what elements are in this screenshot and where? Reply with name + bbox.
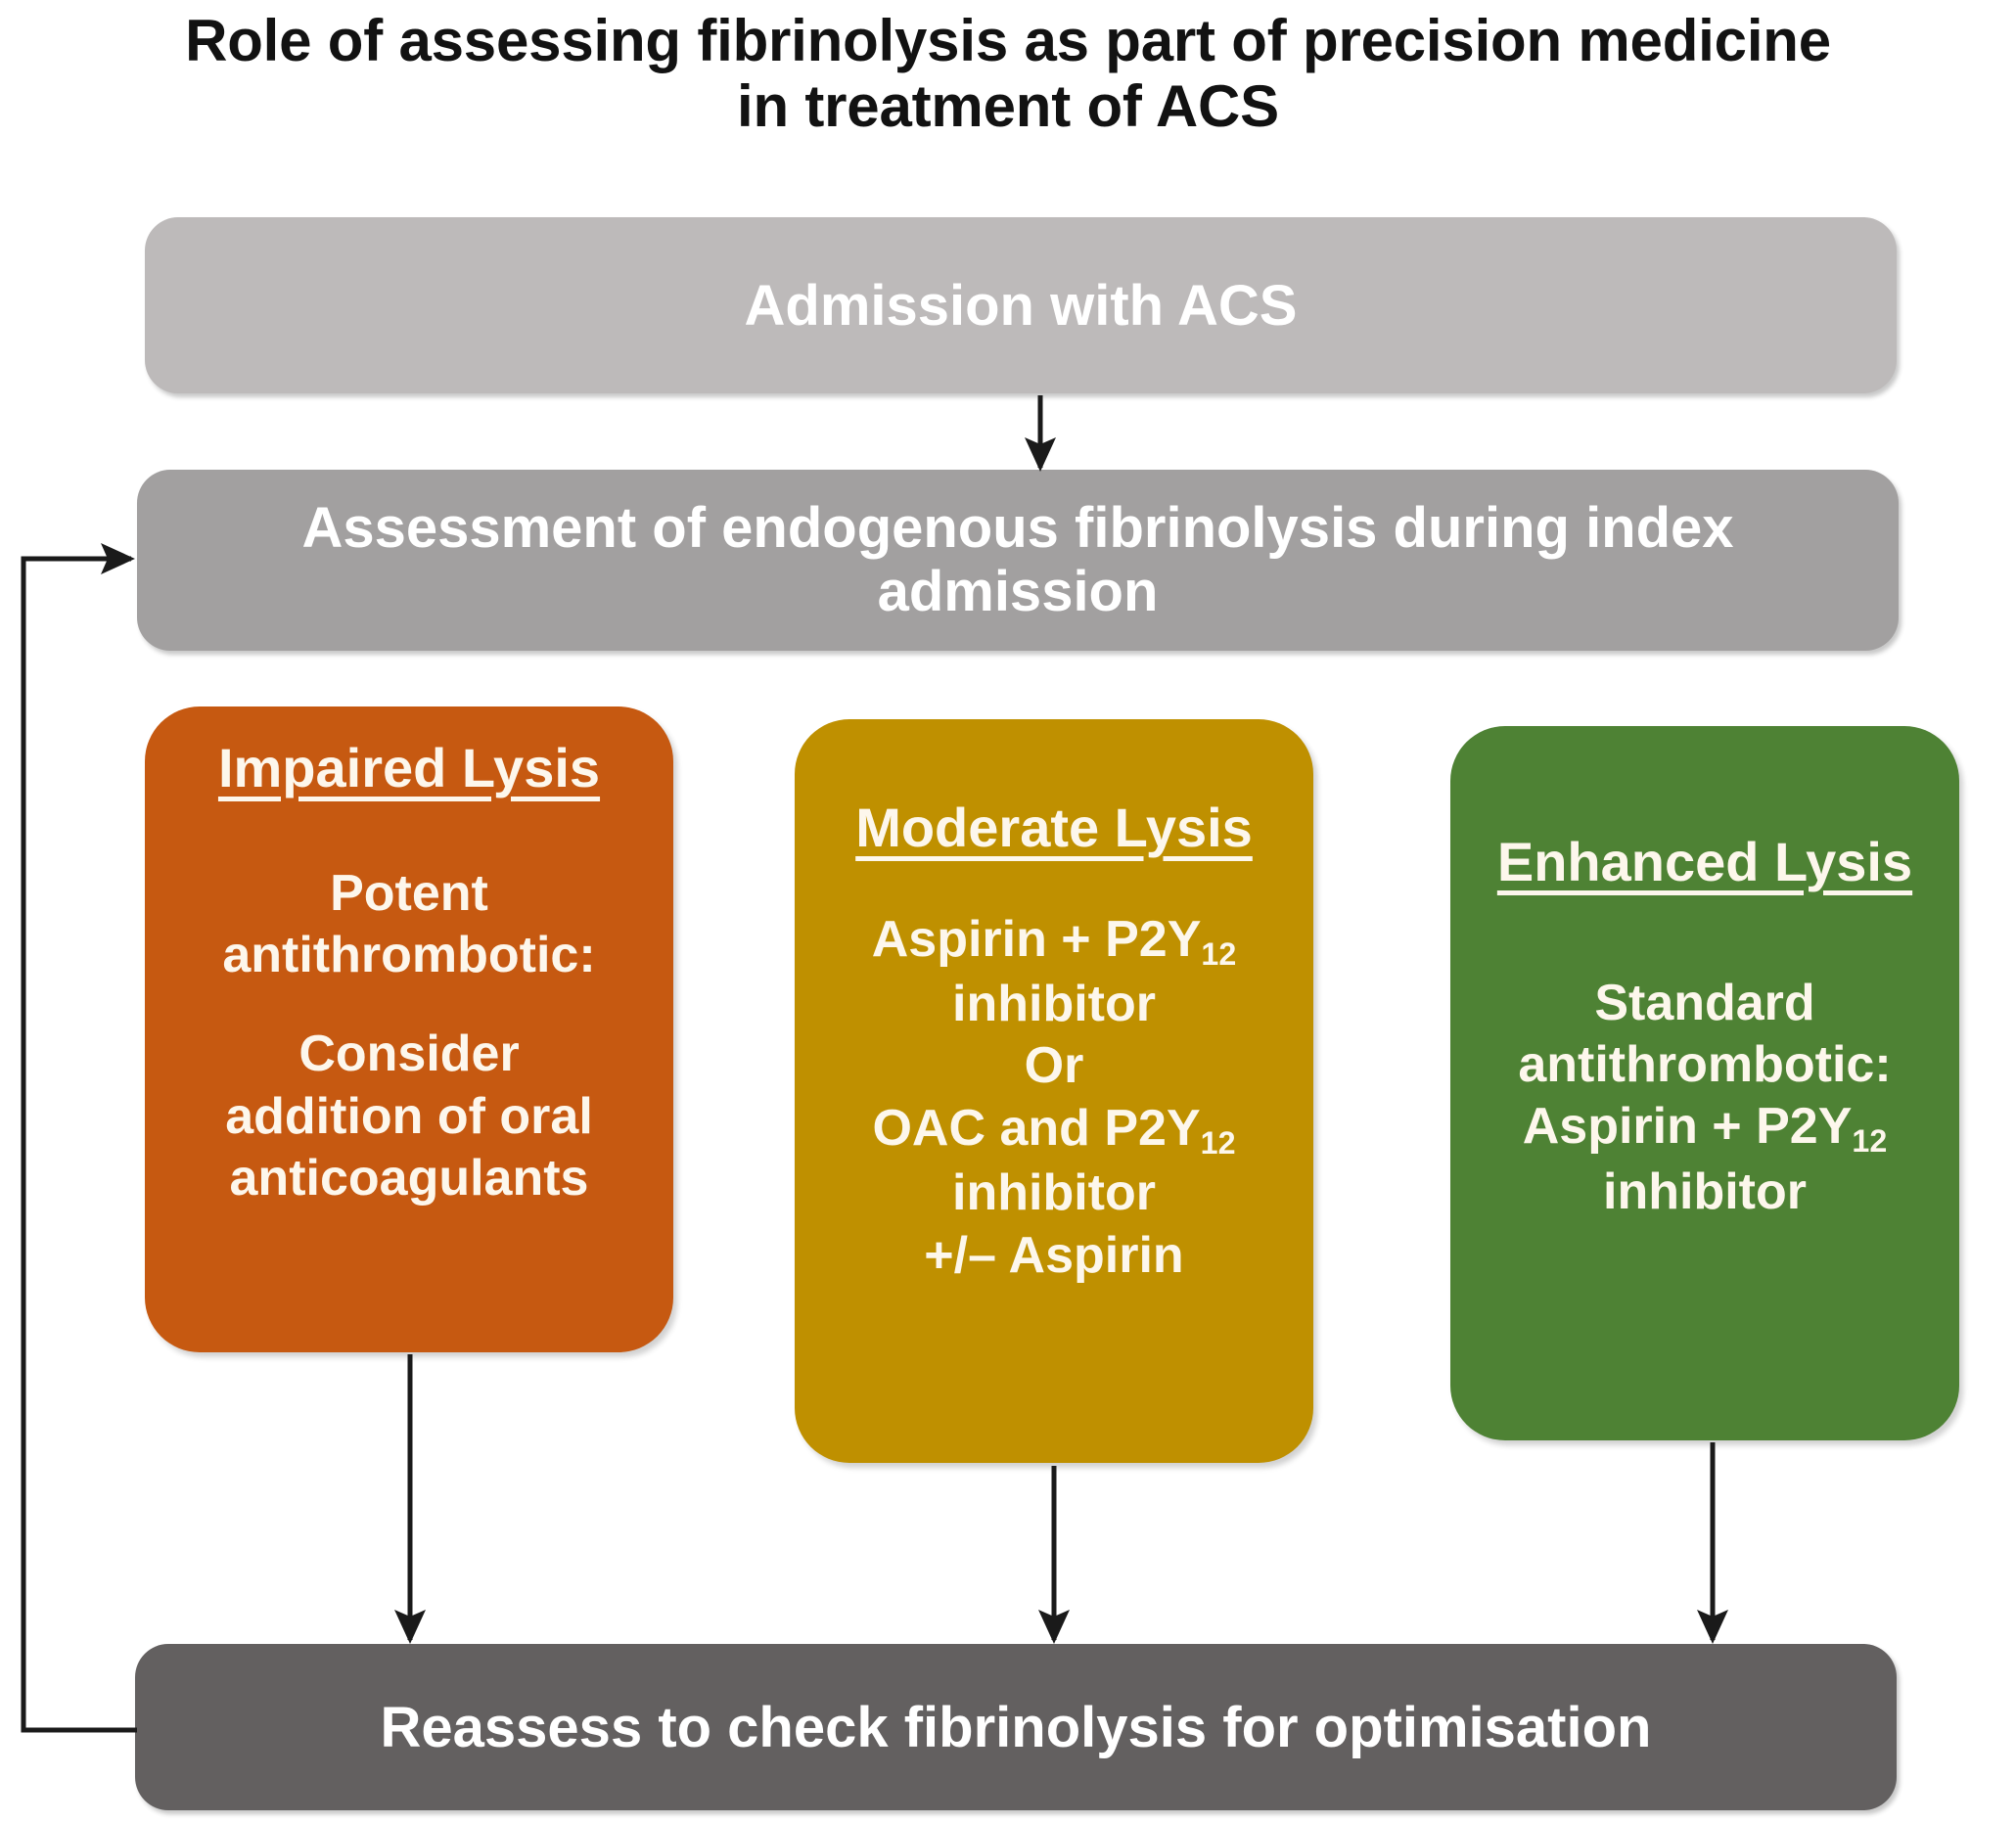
card-body-line: inhibitor	[952, 975, 1156, 1032]
card-impaired-lysis-title: Impaired Lysis	[217, 737, 601, 798]
node-admission-label: Admission with ACS	[744, 273, 1298, 338]
subscript: 12	[1852, 1123, 1888, 1160]
title-line-2: in treatment of ACS	[736, 73, 1279, 140]
card-body-line: +/– Aspirin	[924, 1226, 1184, 1284]
card-body-line: Consider	[298, 1025, 520, 1083]
card-body-spacer	[164, 986, 654, 1024]
card-enhanced-lysis-title: Enhanced Lysis	[1496, 831, 1913, 892]
card-body-line: addition of oral	[225, 1087, 593, 1145]
card-body-line: inhibitor	[952, 1164, 1156, 1222]
card-body-line: Aspirin + P2Y12	[1522, 1098, 1888, 1160]
card-body-line: antithrombotic:	[1518, 1036, 1892, 1094]
node-assessment-label-line-2: admission	[877, 559, 1159, 623]
node-assessment-of-fibrinolysis[interactable]: Assessment of endogenous fibrinolysis du…	[137, 470, 1899, 651]
node-reassess-label: Reassess to check fibrinolysis for optim…	[380, 1695, 1652, 1759]
card-body-line: Or	[1024, 1037, 1084, 1095]
card-body-line: OAC and P2Y12	[872, 1099, 1236, 1161]
card-body-line: Potent	[330, 864, 488, 922]
node-admission-with-acs[interactable]: Admission with ACS	[145, 217, 1897, 393]
card-moderate-lysis-title: Moderate Lysis	[855, 797, 1253, 858]
card-body-line: anticoagulants	[229, 1150, 589, 1208]
subscript: 12	[1200, 1124, 1236, 1161]
node-assessment-label-line-1: Assessment of endogenous fibrinolysis du…	[301, 495, 1734, 560]
title-line-1: Role of assessing fibrinolysis as part o…	[185, 8, 1831, 73]
subscript: 12	[1201, 935, 1237, 972]
arrow-reassess-feedback-to-assessment	[21, 542, 137, 1733]
card-body-line: Standard	[1594, 974, 1815, 1031]
node-reassess-fibrinolysis[interactable]: Reassess to check fibrinolysis for optim…	[135, 1644, 1897, 1810]
card-body-line: Aspirin + P2Y12	[871, 910, 1237, 972]
card-body-line: antithrombotic:	[222, 927, 596, 984]
page-title: Role of assessing fibrinolysis as part o…	[127, 8, 1889, 139]
card-body-line: inhibitor	[1603, 1162, 1807, 1220]
